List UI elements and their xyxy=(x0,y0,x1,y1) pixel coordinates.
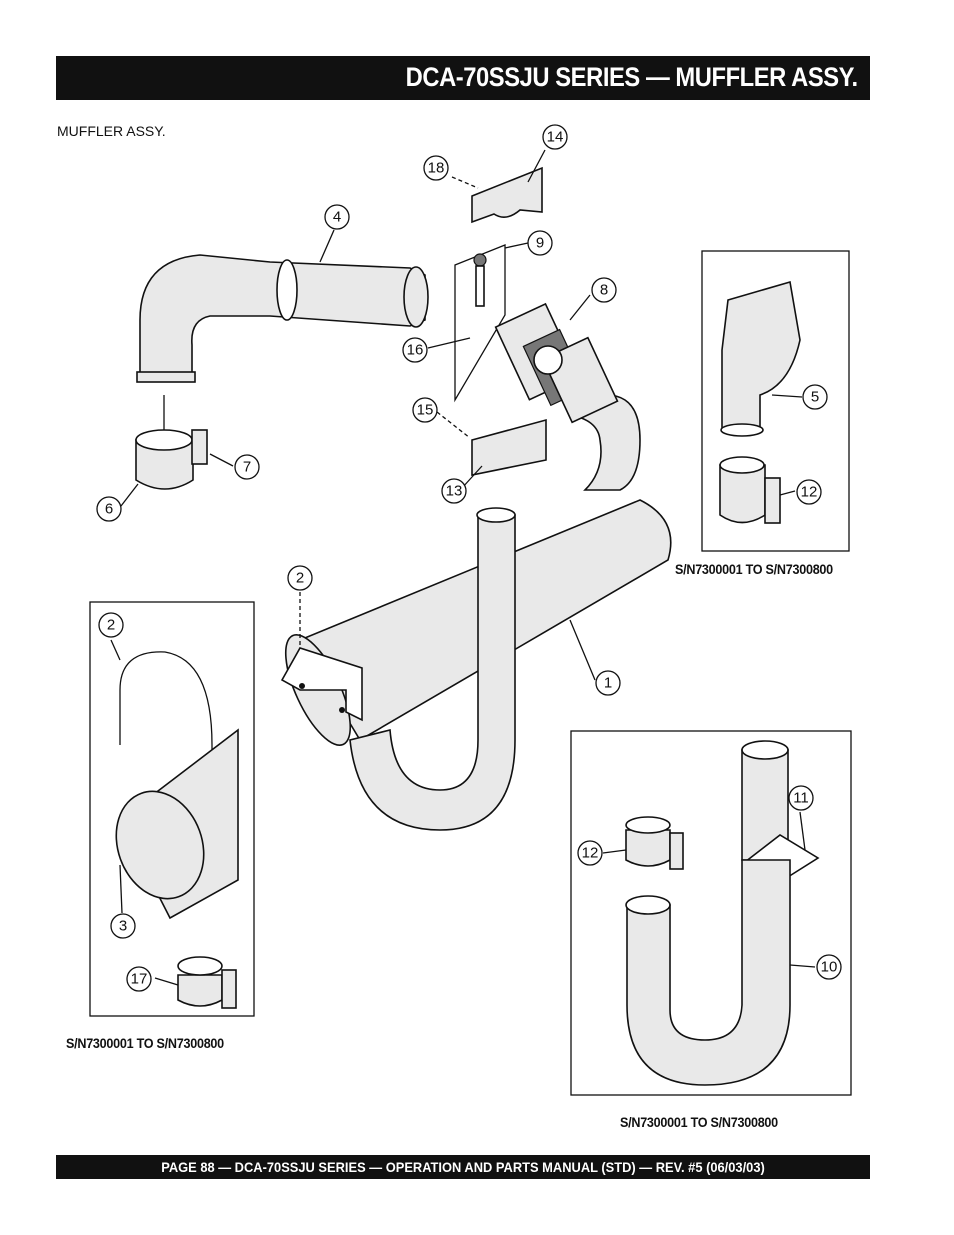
callout-9: 9 xyxy=(527,230,553,256)
svg-text:8: 8 xyxy=(600,282,608,299)
svg-text:11: 11 xyxy=(793,790,809,807)
inset-box-elbow xyxy=(701,250,850,552)
flange-parts xyxy=(454,166,619,476)
callout-14: 14 xyxy=(542,124,568,150)
svg-text:13: 13 xyxy=(446,483,463,500)
svg-text:1: 1 xyxy=(604,675,612,692)
section-label: MUFFLER ASSY. xyxy=(57,123,166,139)
callout-1: 1 xyxy=(595,670,621,696)
svg-text:12: 12 xyxy=(582,845,599,862)
footer-text: PAGE 88 — DCA-70SSJU SERIES — OPERATION … xyxy=(161,1159,765,1175)
inset-box-ubolt xyxy=(89,601,255,1017)
leader-lines xyxy=(110,149,816,986)
page-title-bar: DCA-70SSJU SERIES — MUFFLER ASSY. xyxy=(56,56,870,100)
page-title: DCA-70SSJU SERIES — MUFFLER ASSY. xyxy=(406,62,858,92)
svg-text:2: 2 xyxy=(296,570,304,587)
inset-tailpipe xyxy=(625,740,820,1086)
callout-12-bottom: 12 xyxy=(577,840,603,866)
callout-7: 7 xyxy=(234,454,260,480)
svg-text:6: 6 xyxy=(105,501,113,518)
svg-text:18: 18 xyxy=(428,160,445,177)
svg-text:9: 9 xyxy=(536,235,544,252)
svg-text:2: 2 xyxy=(107,617,115,634)
exhaust-pipe xyxy=(136,254,429,383)
callout-2-main: 2 xyxy=(287,565,313,591)
svg-text:12: 12 xyxy=(801,484,818,501)
callout-12-top: 12 xyxy=(796,479,822,505)
inset-ubolt xyxy=(115,651,239,1009)
callout-15: 15 xyxy=(412,397,438,423)
inset-elbow xyxy=(719,280,801,524)
svg-text:3: 3 xyxy=(119,918,127,935)
muffler-body xyxy=(280,394,672,831)
svg-text:7: 7 xyxy=(243,459,251,476)
callout-16: 16 xyxy=(402,337,428,363)
serial-note-right-bottom: S/N7300001 TO S/N7300800 xyxy=(620,1114,778,1130)
svg-text:10: 10 xyxy=(821,959,838,976)
svg-text:15: 15 xyxy=(417,402,434,419)
serial-note-right-top: S/N7300001 TO S/N7300800 xyxy=(675,561,833,577)
callout-5: 5 xyxy=(802,384,828,410)
footer-bar: PAGE 88 — DCA-70SSJU SERIES — OPERATION … xyxy=(56,1155,870,1179)
clamp-main xyxy=(135,429,208,490)
callout-18: 18 xyxy=(423,155,449,181)
callout-2-inset: 2 xyxy=(98,612,124,638)
svg-text:4: 4 xyxy=(333,209,341,226)
svg-text:16: 16 xyxy=(407,342,424,359)
inset-box-tailpipe xyxy=(570,730,852,1096)
callout-4: 4 xyxy=(324,204,350,230)
callout-11: 11 xyxy=(788,785,814,811)
callout-3: 3 xyxy=(110,913,136,939)
svg-text:17: 17 xyxy=(131,971,148,988)
callout-6: 6 xyxy=(96,496,122,522)
callout-17: 17 xyxy=(126,966,152,992)
serial-note-left-bottom: S/N7300001 TO S/N7300800 xyxy=(66,1035,224,1051)
callout-10: 10 xyxy=(816,954,842,980)
callout-8: 8 xyxy=(591,277,617,303)
callout-13: 13 xyxy=(441,478,467,504)
svg-text:14: 14 xyxy=(547,129,564,146)
svg-text:5: 5 xyxy=(811,389,819,406)
